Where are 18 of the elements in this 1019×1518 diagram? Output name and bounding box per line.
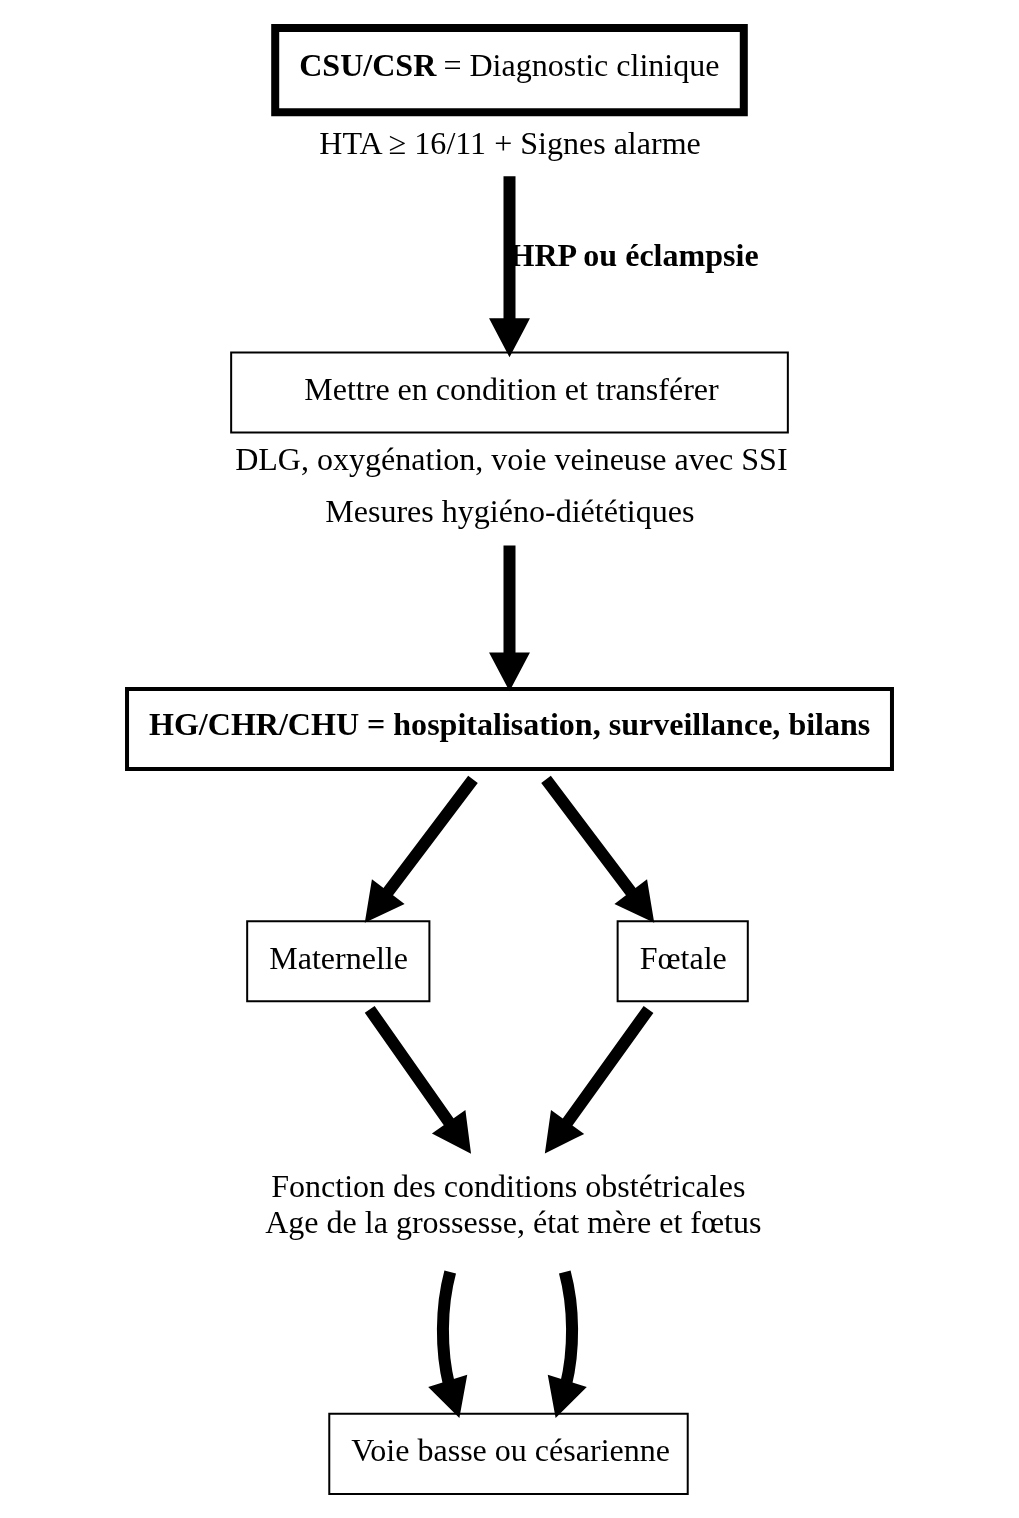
arrow [541, 775, 655, 923]
arrow [547, 1270, 587, 1419]
node-box: Mettre en condition et transférer [230, 351, 789, 434]
arrow [428, 1270, 468, 1419]
node-label: DLG, oxygénation, voie veineuse avec SSI [235, 441, 788, 478]
arrow [489, 176, 530, 358]
node-box: HG/CHR/CHU = hospitalisation, surveillance, bilans [125, 686, 894, 771]
arrow [544, 1005, 654, 1154]
node-text: Fonction des conditions obstétricales Age de la grossesse, état mère et fœtus [265, 1168, 762, 1241]
node-label: Mesures hygiéno-diététiques [325, 493, 695, 530]
arrow [364, 1005, 472, 1154]
arrow [489, 545, 530, 692]
node-label: HTA ≥ 16/11 + Signes alarme [319, 124, 701, 161]
node-box: Voie basse ou césarienne [328, 1412, 689, 1495]
arrow [364, 775, 478, 923]
node-box: Maternelle [246, 920, 431, 1003]
node-box: CSU/CSR = Diagnostic clinique [271, 24, 748, 117]
node-box: Fœtale [616, 920, 749, 1003]
